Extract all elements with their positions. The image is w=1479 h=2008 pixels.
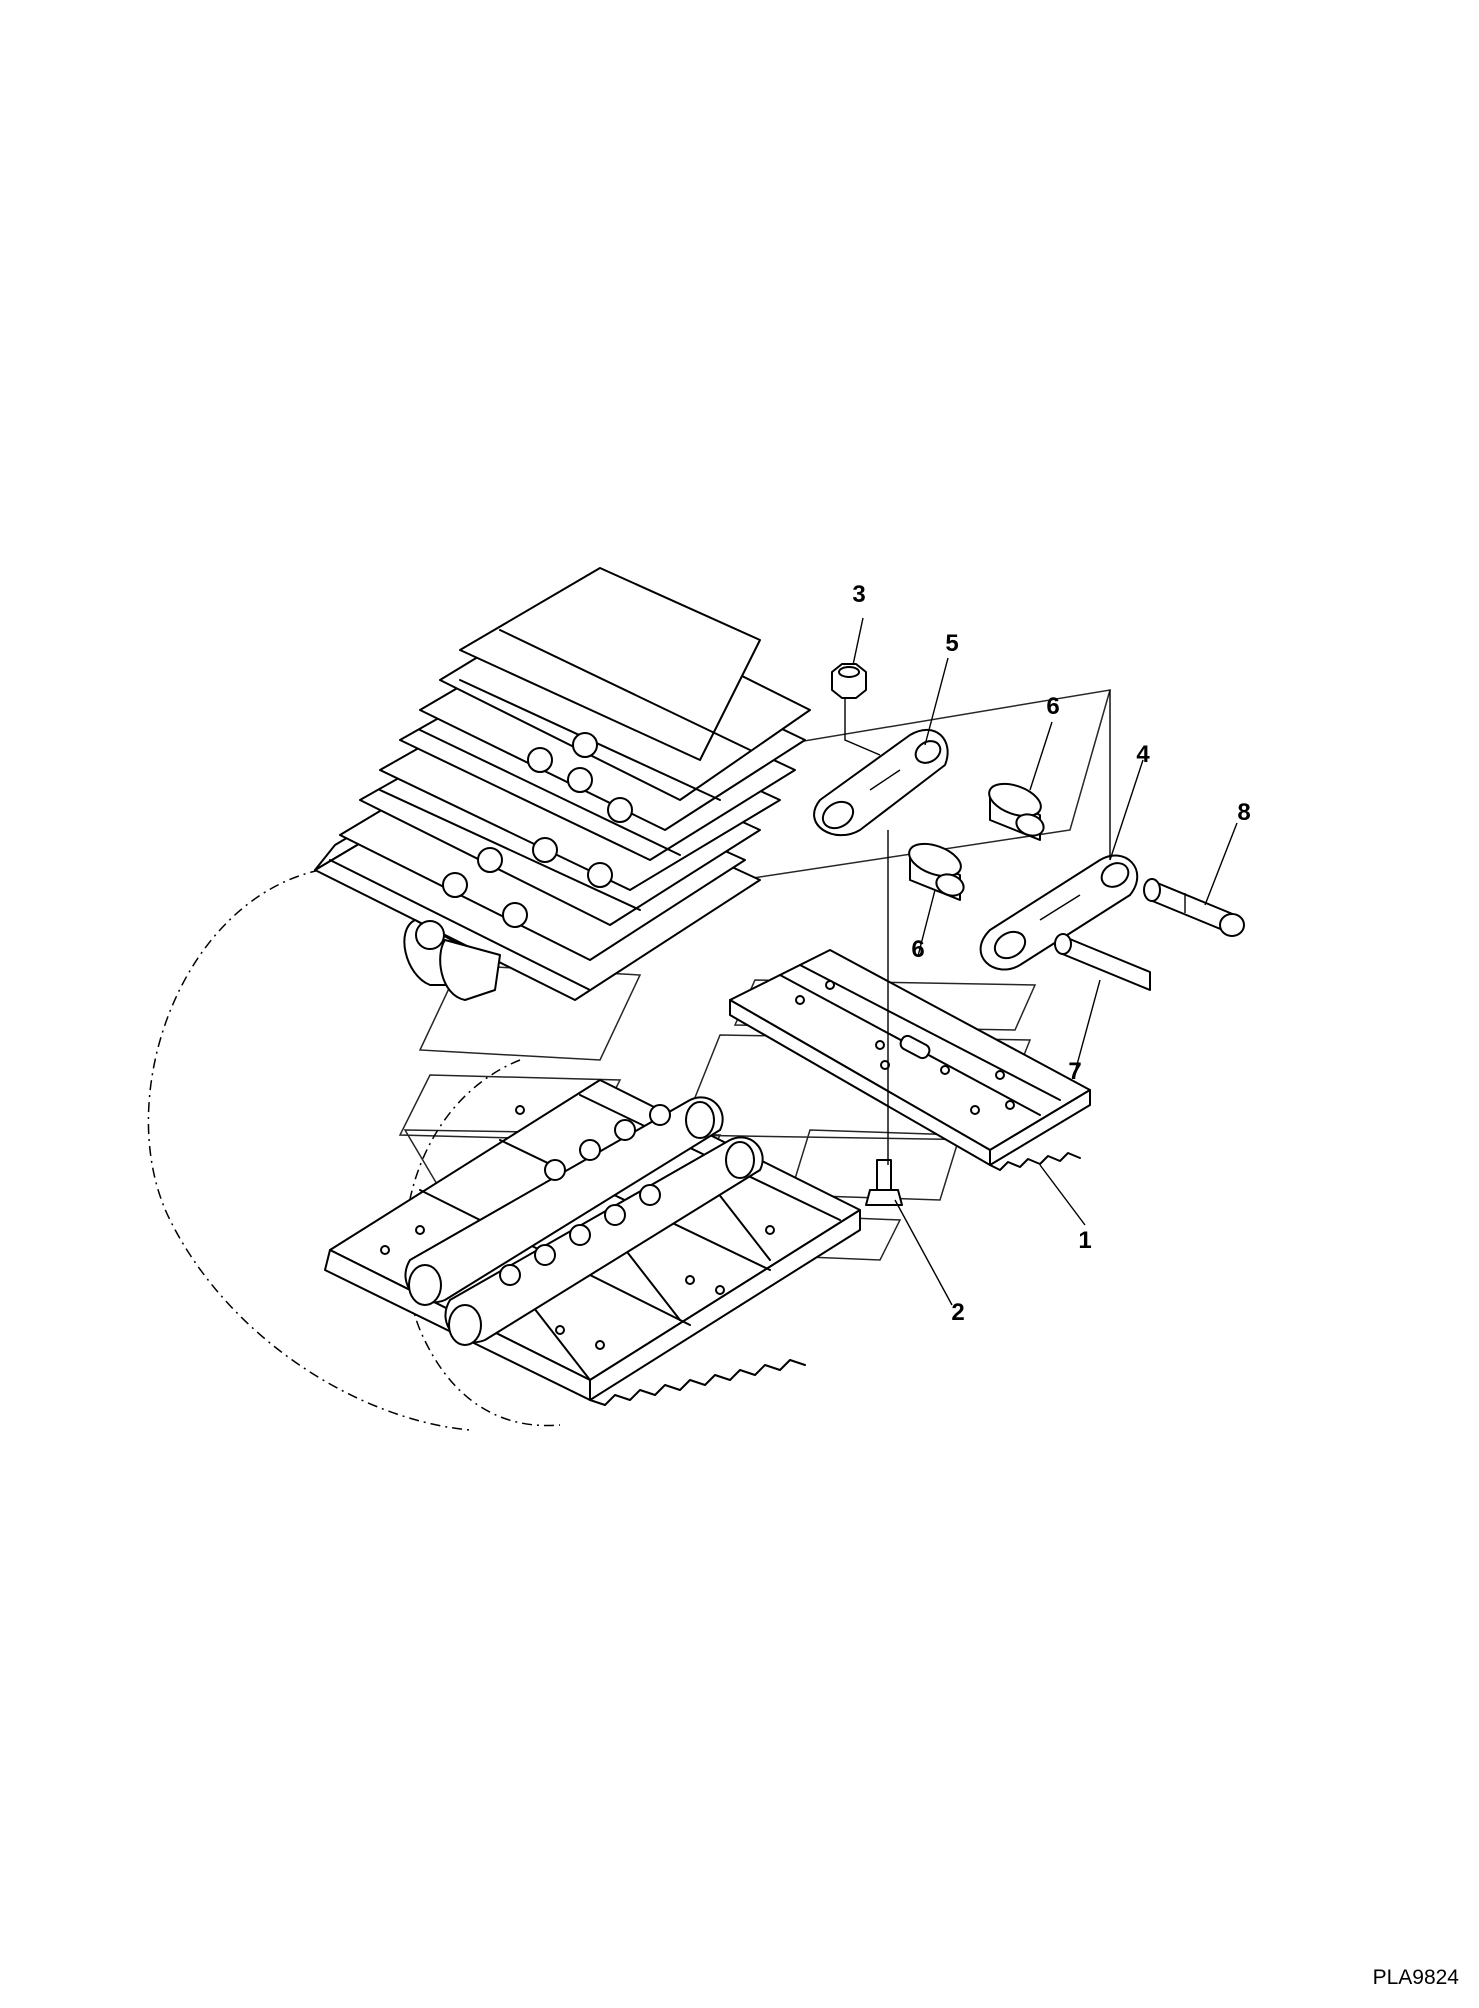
link-part-5 (813, 728, 949, 837)
bushing-part-6-upper (988, 782, 1045, 841)
callout-label-6a: 6 (1046, 693, 1059, 720)
callout-label-7: 7 (1068, 1058, 1081, 1085)
link-part-4 (979, 854, 1139, 971)
pin-part-8 (1143, 878, 1245, 937)
callout-label-3: 3 (852, 581, 865, 608)
leader-lines (844, 617, 1238, 1306)
upper-track-shoes (314, 567, 811, 1001)
callout-labels: 3 5 6 4 8 6 7 1 2 (852, 581, 1250, 1326)
callout-label-4: 4 (1136, 741, 1150, 768)
callout-label-2: 2 (951, 1299, 964, 1326)
callout-label-1: 1 (1078, 1227, 1091, 1254)
bushing-part-6-lower (908, 842, 965, 901)
callout-label-6b: 6 (911, 936, 924, 963)
nut-part-3 (831, 663, 867, 699)
track-shoe-part-1 (729, 949, 1091, 1171)
bolt-part-2 (865, 1159, 903, 1206)
callout-label-8: 8 (1237, 799, 1250, 826)
callout-label-5: 5 (945, 630, 958, 657)
pin-part-7 (1054, 933, 1151, 991)
lower-track-shoes (324, 1079, 861, 1406)
figure-reference-code: PLA9824 (1372, 1966, 1459, 1989)
